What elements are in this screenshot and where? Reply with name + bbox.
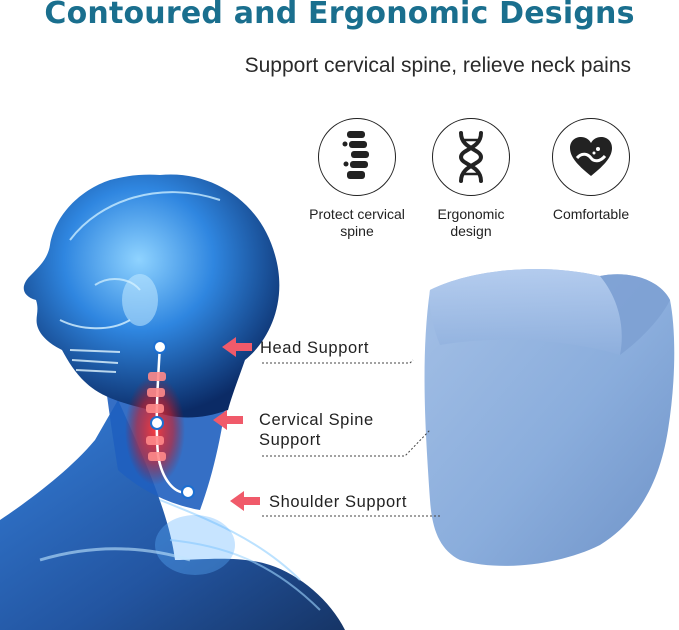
feature-icon-circle <box>318 118 396 196</box>
spine-highlight <box>125 340 195 499</box>
spine-icon <box>342 131 369 179</box>
callout-head-support: Head Support <box>260 339 370 357</box>
callout-arrows <box>213 337 260 511</box>
feature-ergonomic: Ergonomic design <box>406 118 536 240</box>
page-title: Contoured and Ergonomic Designs <box>44 0 635 31</box>
neck-pillow <box>424 268 675 566</box>
feature-label: Comfortable <box>552 206 630 222</box>
heart-icon <box>570 137 612 176</box>
xray-body <box>0 400 345 630</box>
feature-label: Ergonomic design <box>437 206 505 239</box>
leader-lines <box>262 359 440 517</box>
feature-label: Protect cervical spine <box>309 206 405 239</box>
feature-protect-spine: Protect cervical spine <box>292 118 422 240</box>
callout-shoulder-support: Shoulder Support <box>269 493 408 511</box>
dna-icon <box>458 131 484 183</box>
feature-comfortable: Comfortable <box>526 118 656 223</box>
feature-icon-circle <box>552 118 630 196</box>
xray-head <box>23 174 280 418</box>
callout-cervical-spine-support: Cervical Spine Support <box>259 411 374 449</box>
page-subtitle: Support cervical spine, relieve neck pai… <box>244 54 631 77</box>
feature-icon-circle <box>432 118 510 196</box>
